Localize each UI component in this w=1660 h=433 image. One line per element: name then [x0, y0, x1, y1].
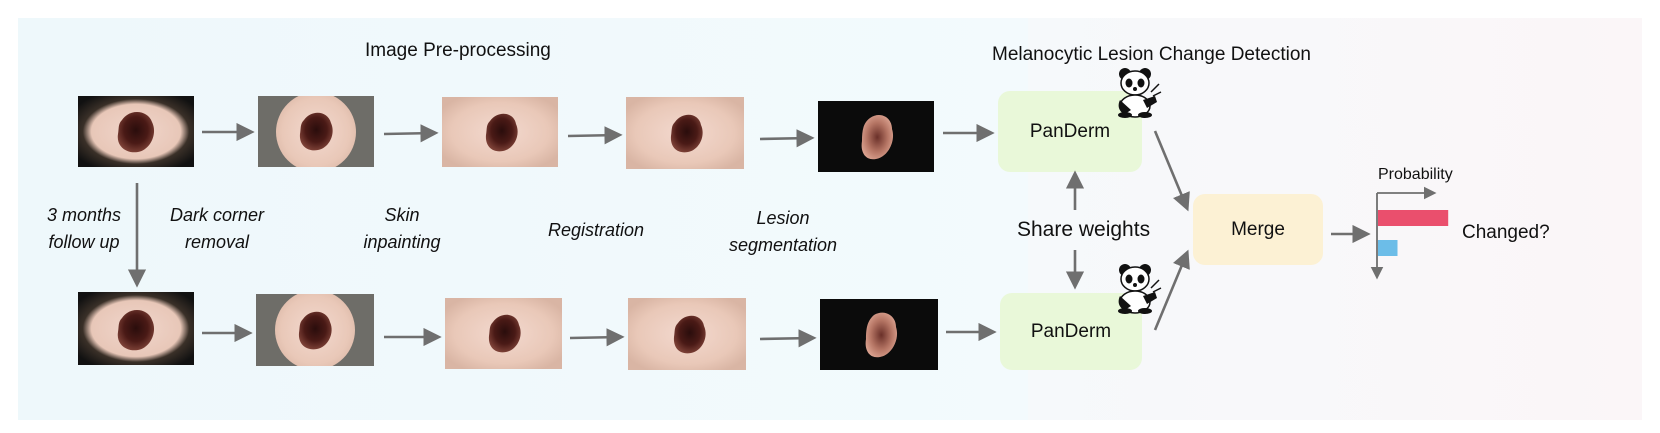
segmented-followup: [820, 299, 938, 370]
panda-icon: [1118, 68, 1162, 118]
changed-question: Changed?: [1462, 222, 1550, 243]
registered-followup: [628, 298, 746, 370]
arrow: [759, 129, 815, 148]
raw-image-followup: [78, 292, 194, 365]
share-weights-label: Share weights: [1017, 218, 1151, 241]
raw-image-baseline: [78, 96, 194, 167]
arrow: [1153, 130, 1190, 212]
arrow: [569, 328, 625, 347]
arrow: [567, 126, 623, 145]
panderm-box-bottom: PanDerm: [1000, 293, 1142, 370]
panda-icon: [1118, 264, 1162, 314]
merge-box: Merge: [1193, 194, 1323, 265]
segmentation-label: Lesion segmentation: [728, 208, 838, 255]
registered-baseline: [626, 97, 744, 169]
inpainted-followup: [445, 298, 562, 369]
follow-up-label: 3 months follow up: [46, 205, 122, 252]
inpainting-label: Skin inpainting: [363, 205, 441, 252]
arrow: [383, 124, 439, 143]
dark-corner-removed-followup: [256, 294, 374, 366]
inpainted-baseline: [442, 97, 558, 167]
detection-title: Melanocytic Lesion Change Detection: [992, 44, 1311, 65]
arrow: [1153, 249, 1190, 331]
preprocessing-title: Image Pre-processing: [365, 40, 551, 61]
dark-corner-removed-baseline: [258, 96, 374, 167]
panderm-box-top: PanDerm: [998, 91, 1142, 172]
dark-corner-label: Dark corner removal: [169, 205, 265, 252]
probability-bar-2: [1378, 240, 1398, 256]
probability-label: Probability: [1378, 166, 1453, 183]
probability-bar-1: [1378, 210, 1449, 226]
registration-label: Registration: [547, 220, 645, 240]
arrow: [759, 329, 817, 348]
segmented-baseline: [818, 101, 934, 172]
